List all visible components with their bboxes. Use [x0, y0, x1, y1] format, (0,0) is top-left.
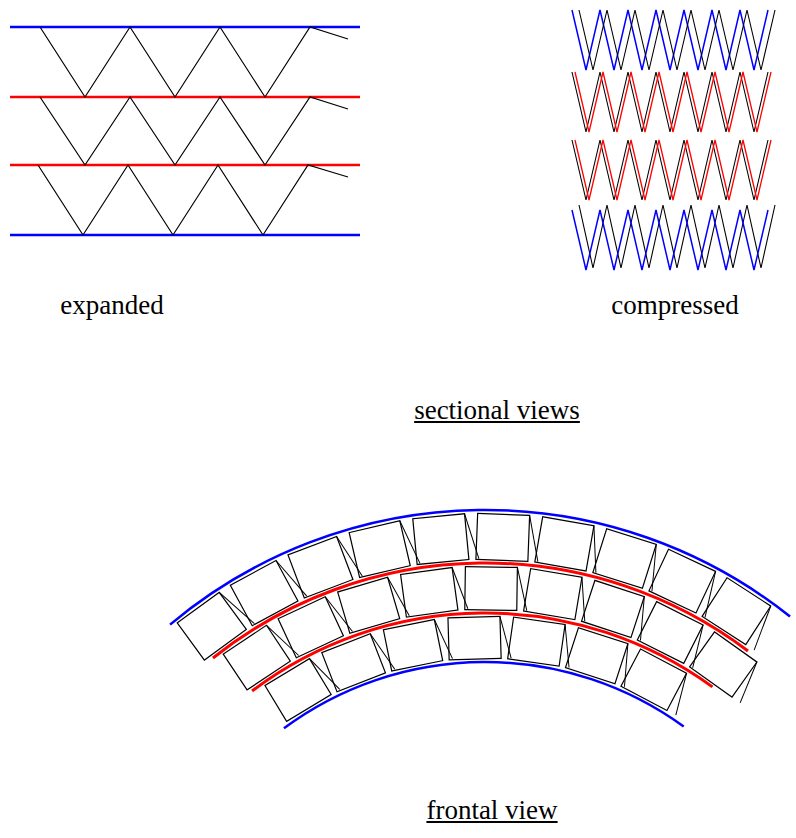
block: [223, 620, 298, 690]
block: [177, 586, 254, 660]
expanded-section: [10, 27, 360, 235]
block: [649, 549, 725, 617]
ring-arc: [213, 563, 748, 658]
block: [582, 580, 654, 640]
block: [230, 556, 306, 626]
block: [448, 616, 511, 660]
block: [690, 632, 765, 703]
block: [593, 529, 666, 592]
block: [265, 653, 340, 721]
compressed-zigzag: [572, 210, 768, 270]
block: [637, 602, 712, 668]
section-heading: frontal view: [426, 795, 557, 826]
block: [565, 628, 637, 687]
block: [621, 649, 695, 715]
block: [524, 569, 592, 622]
ring-arc: [170, 510, 790, 625]
ring-arc: [284, 662, 684, 728]
spring-zigzag: [40, 27, 348, 97]
block: [401, 566, 468, 617]
caption-text: compressed: [611, 290, 738, 321]
block: [322, 630, 395, 692]
caption-text: expanded: [60, 290, 163, 321]
block: [413, 513, 479, 565]
compressed-zigzag: [575, 140, 771, 200]
block: [338, 574, 410, 633]
block: [702, 578, 779, 650]
ring-arc: [252, 613, 712, 691]
block: [535, 517, 604, 573]
compressed-section: [572, 10, 775, 270]
block: [465, 567, 528, 611]
compressed-zigzag: [579, 10, 775, 70]
block: [383, 617, 452, 670]
block: [508, 617, 575, 667]
section-heading: sectional views: [414, 395, 580, 426]
spring-zigzag: [40, 97, 348, 165]
frontal-view: [170, 510, 790, 728]
block: [476, 513, 540, 561]
compressed-zigzag: [575, 72, 771, 132]
spring-zigzag: [38, 165, 348, 235]
